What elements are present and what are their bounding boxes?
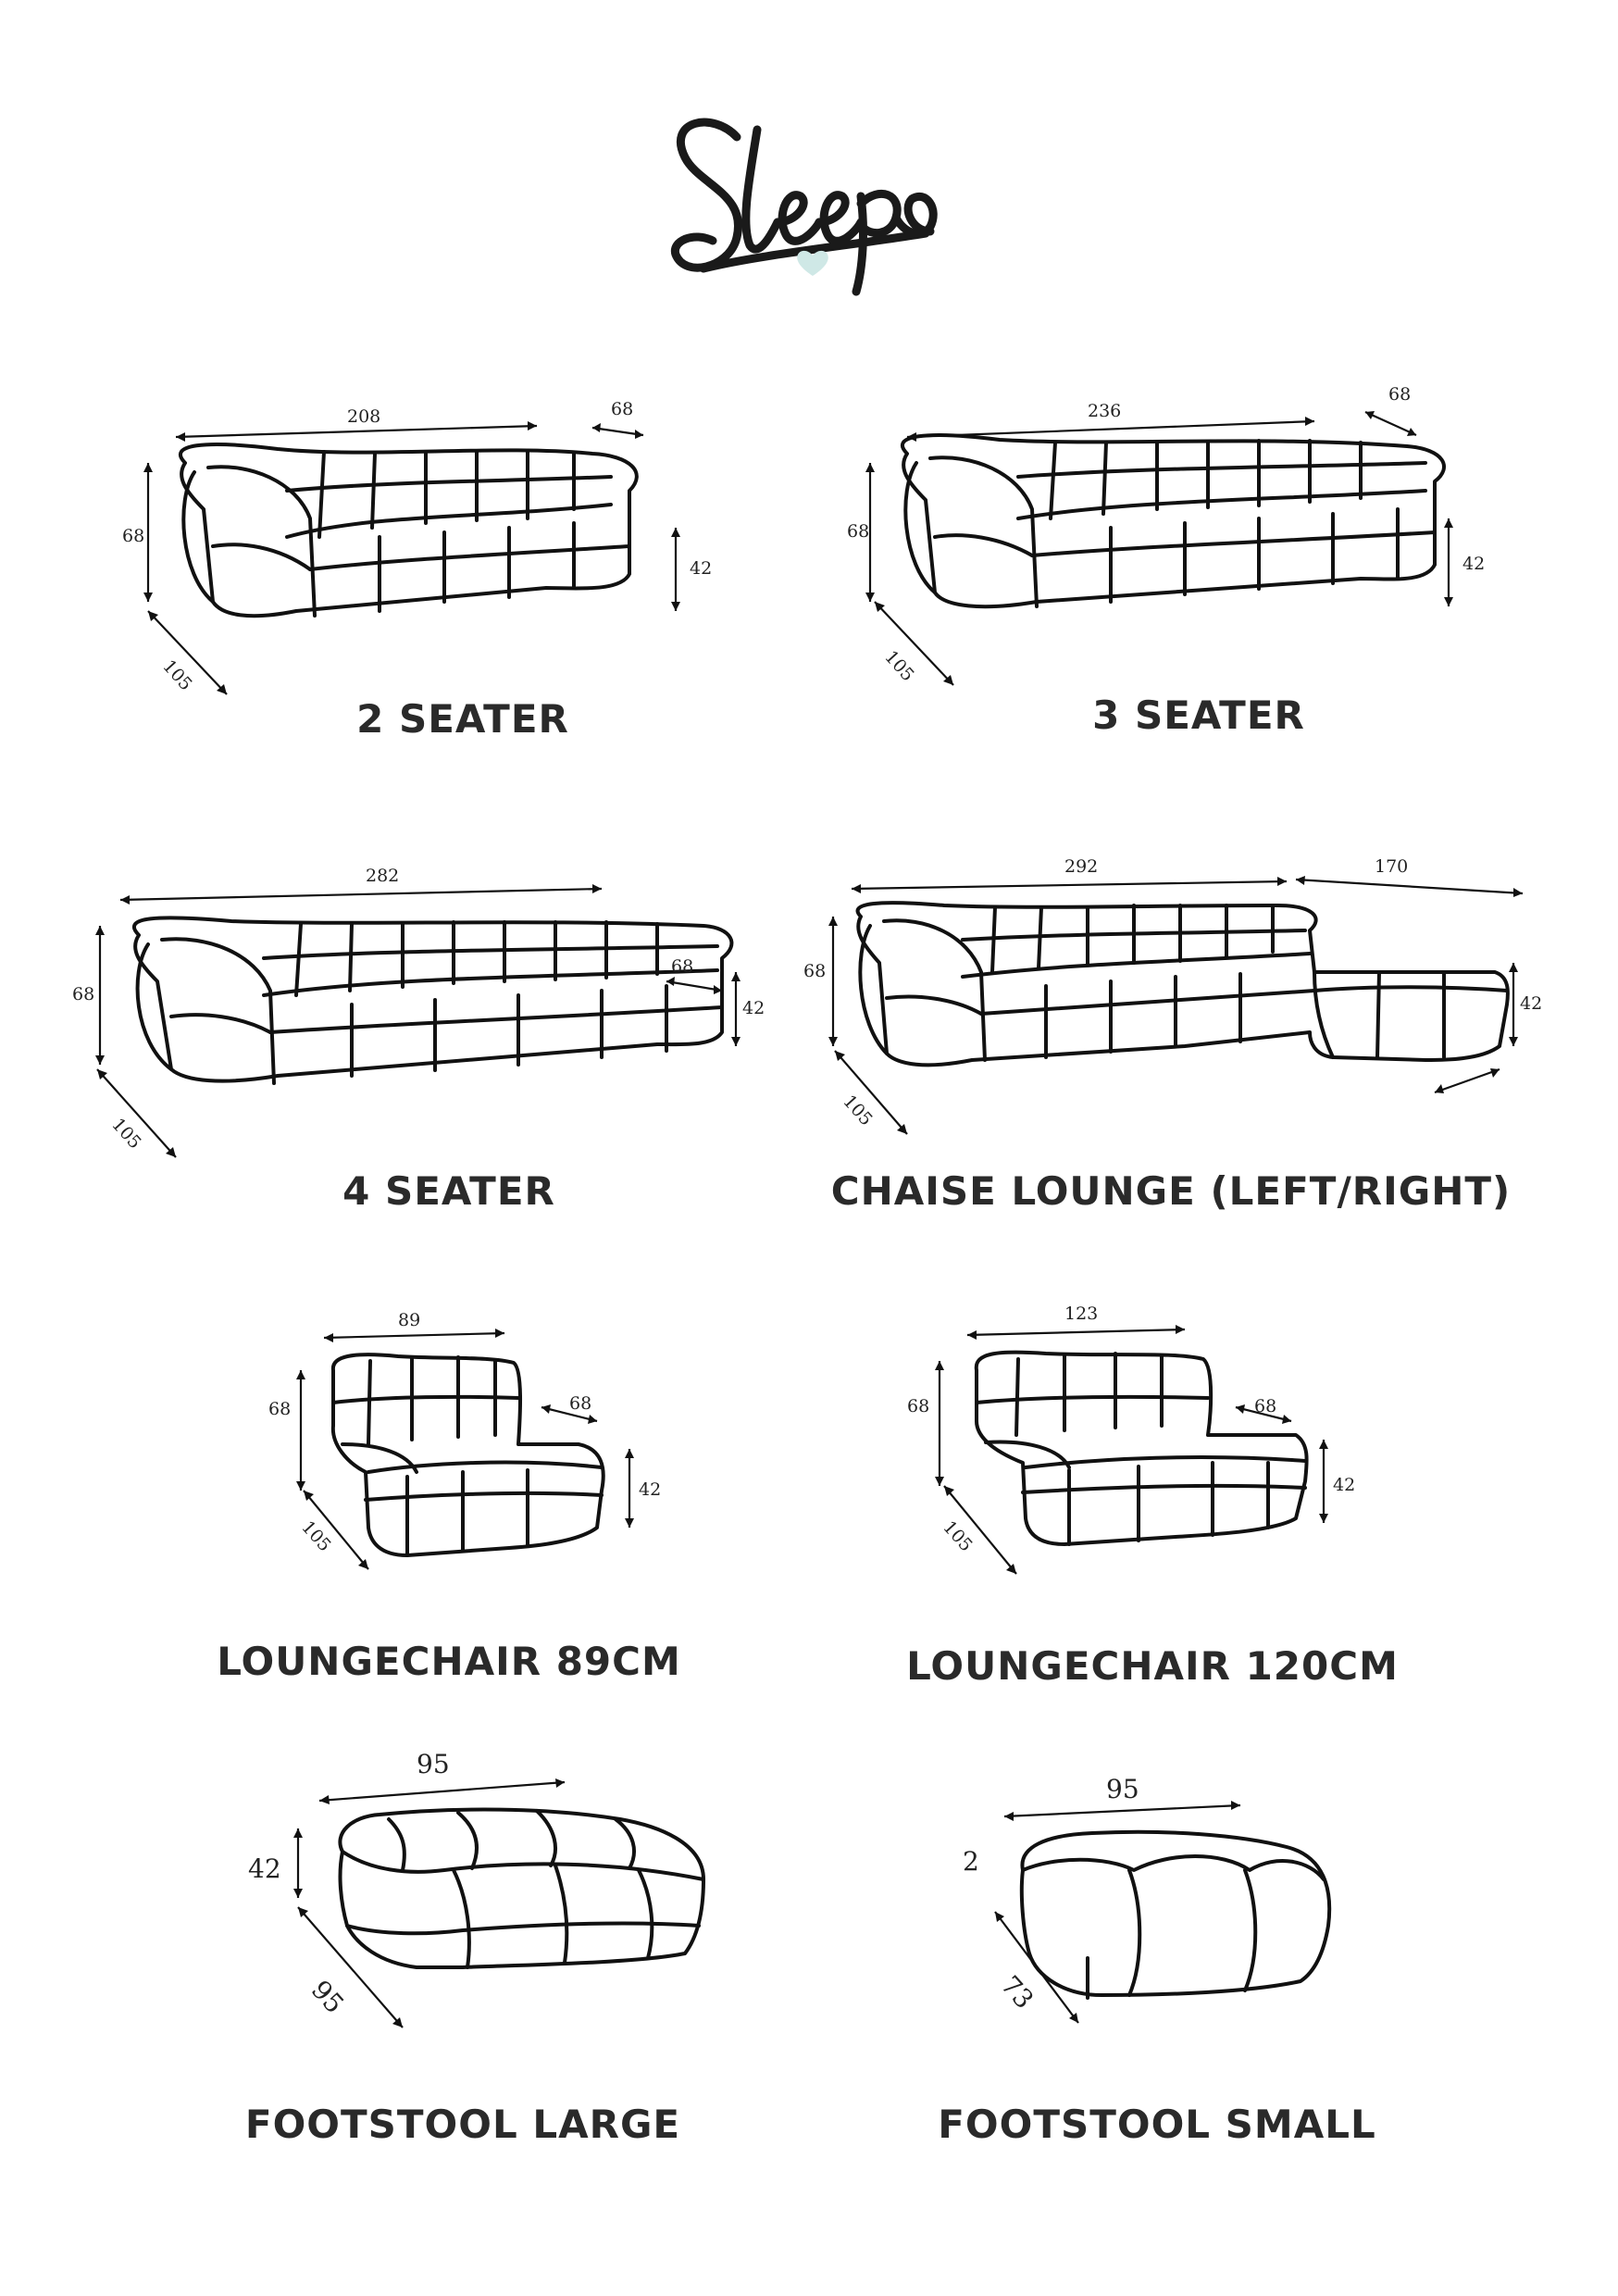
dim-height: 68 [72, 984, 94, 1004]
dim-depth: 105 [839, 1092, 877, 1130]
dim-height: 68 [268, 1399, 291, 1419]
loungechair-120-drawing: 123 68 68 42 105 [907, 1304, 1355, 1575]
product-2-seater: 208 68 68 42 105 [111, 389, 712, 704]
dim-seat-height: 42 [639, 1479, 661, 1500]
product-footstool-large: 95 42 95 [241, 1741, 722, 2046]
dim-seat-height: 42 [690, 558, 712, 579]
dim-seat-height: 42 [742, 998, 765, 1018]
dim-depth: 95 [305, 1975, 350, 2020]
loungechair-89-drawing: 89 68 68 42 105 [268, 1310, 661, 1570]
dim-width: 95 [417, 1749, 450, 1779]
dim-depth: 105 [107, 1115, 145, 1154]
sleepo-logo [648, 93, 981, 315]
dim-seat-depth: 68 [569, 1393, 591, 1414]
sofa-4-seater-drawing: 282 68 68 42 105 [72, 866, 765, 1158]
caption-footstool-small: FOOTSTOOL SMALL [938, 2102, 1376, 2147]
dim-depth: 105 [880, 647, 918, 686]
dim-depth: 105 [158, 656, 196, 695]
caption-2-seater: 2 SEATER [356, 696, 569, 742]
product-footstool-small: 95 2 73 [944, 1774, 1388, 2055]
sofa-2-seater-drawing: 208 68 68 42 105 [122, 399, 712, 695]
dim-height: 68 [847, 521, 869, 542]
caption-loungechair-89: LOUNGECHAIR 89CM [217, 1639, 681, 1684]
dim-width: 282 [366, 866, 399, 886]
product-4-seater: 282 68 68 42 105 [56, 861, 765, 1176]
dim-width: 95 [1106, 1774, 1139, 1804]
dim-width: 123 [1064, 1304, 1098, 1324]
product-loungechair-89: 89 68 68 42 105 [259, 1305, 676, 1602]
dim-height: 68 [803, 961, 826, 981]
dim-seat-depth: 68 [1254, 1396, 1276, 1416]
caption-4-seater: 4 SEATER [342, 1168, 555, 1214]
dim-width: 236 [1088, 401, 1121, 421]
dim-width: 208 [347, 406, 380, 427]
footstool-large-drawing: 95 42 95 [248, 1749, 705, 2028]
product-3-seater: 236 68 68 42 105 [833, 380, 1485, 694]
dim-height: 68 [122, 526, 144, 546]
dim-seat-height: 42 [1333, 1475, 1355, 1495]
sleepo-logo-mark [670, 118, 938, 296]
dim-width: 89 [398, 1310, 420, 1330]
caption-3-seater: 3 SEATER [1092, 693, 1305, 738]
dim-seat-depth: 68 [671, 956, 693, 977]
footstool-small-drawing: 95 2 73 [963, 1774, 1332, 2024]
sofa-3-seater-drawing: 236 68 68 42 105 [847, 384, 1485, 686]
dim-height: 2 [963, 1846, 979, 1877]
dim-depth: 73 [995, 1970, 1039, 2015]
dim-chaise-width: 170 [1375, 856, 1408, 877]
dim-height: 68 [907, 1396, 929, 1416]
sofa-chaise-lounge-drawing: 292 170 68 42 105 [803, 856, 1542, 1135]
dim-depth: 105 [939, 1517, 977, 1556]
caption-loungechair-120: LOUNGECHAIR 120CM [906, 1643, 1399, 1689]
dim-seat-depth: 68 [1388, 384, 1411, 405]
dim-width: 292 [1064, 856, 1098, 877]
product-loungechair-120: 123 68 68 42 105 [898, 1296, 1379, 1602]
dim-seat-height: 42 [1462, 554, 1485, 574]
caption-footstool-large: FOOTSTOOL LARGE [244, 2102, 681, 2147]
caption-chaise-lounge: CHAISE LOUNGE (LEFT/RIGHT) [830, 1168, 1512, 1214]
dim-height: 42 [248, 1853, 281, 1884]
dim-seat-height: 42 [1520, 993, 1542, 1014]
product-chaise-lounge: 292 170 68 42 105 [796, 852, 1542, 1148]
dim-seat-depth: 68 [611, 399, 633, 419]
